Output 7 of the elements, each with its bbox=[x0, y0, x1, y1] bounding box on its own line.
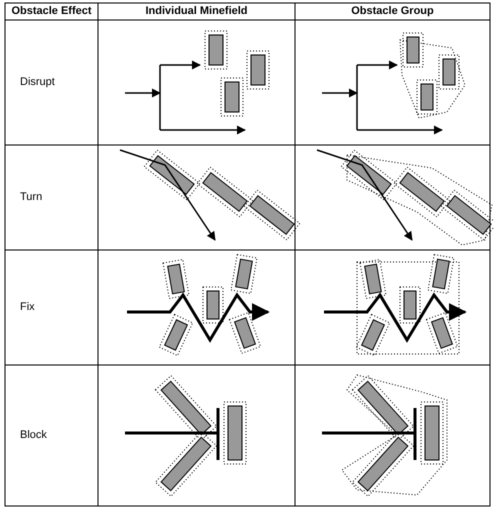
row-label: Disrupt bbox=[20, 76, 55, 88]
column-header: Individual Minefield bbox=[144, 5, 249, 17]
row-label: Block bbox=[20, 428, 47, 440]
column-header: Obstacle Group bbox=[350, 5, 435, 17]
row-label: Fix bbox=[20, 300, 35, 312]
column-header: Obstacle Effect bbox=[10, 5, 93, 17]
row-label: Turn bbox=[20, 190, 42, 202]
